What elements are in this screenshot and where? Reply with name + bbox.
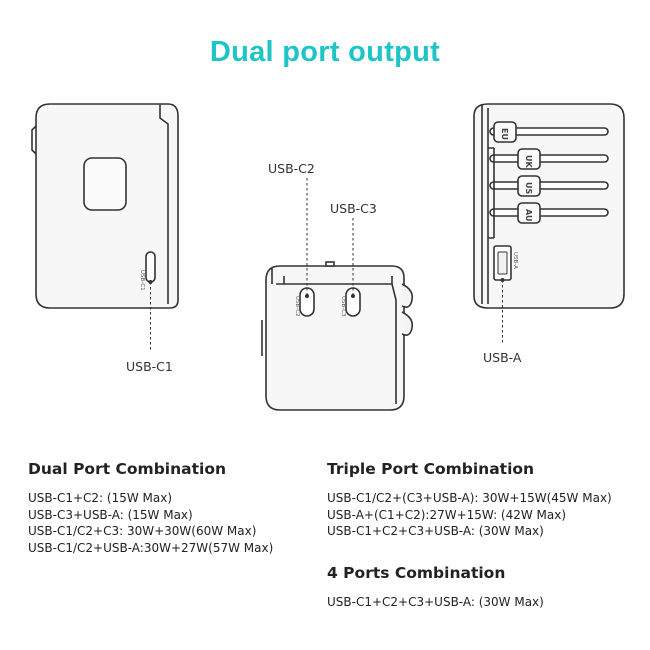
plug-label-us: US <box>524 182 533 194</box>
triple-port-heading: Triple Port Combination <box>327 460 535 478</box>
usb-c3-port <box>345 287 361 317</box>
callout-usb-c3: USB-C3 <box>330 201 377 216</box>
usb-a-mark: USB-A <box>512 252 518 269</box>
callout-usb-c1: USB-C1 <box>126 359 173 374</box>
triple-port-line: USB-A+(C1+C2):27W+15W: (42W Max) <box>327 507 567 522</box>
uk-slider-track <box>489 154 609 163</box>
four-port-section: 4 Ports Combination USB-C1+C2+C3+USB-A: … <box>327 564 544 611</box>
right-device: USB-A <box>473 103 625 309</box>
usb-c1-port <box>145 251 156 283</box>
au-slider-track <box>489 208 609 217</box>
triple-port-line: USB-C1+C2+C3+USB-A: (30W Max) <box>327 524 544 538</box>
center-device: USB-C2 USB-C3 <box>261 261 414 411</box>
usb-c1-mark: USB-C1 <box>139 270 145 291</box>
usb-c3-mark: USB-C3 <box>340 296 346 317</box>
dual-port-heading: Dual Port Combination <box>28 460 227 478</box>
triple-port-section: Triple Port Combination USB-C1/C2+(C3+US… <box>327 460 612 540</box>
triple-port-line: USB-C1/C2+(C3+USB-A): 30W+15W(45W Max) <box>327 491 612 505</box>
dual-port-line: USB-C3+USB-A: (15W Max) <box>28 507 193 522</box>
us-slider-knob <box>517 175 541 197</box>
plug-label-au: AU <box>524 209 533 221</box>
four-port-line: USB-C1+C2+C3+USB-A: (30W Max) <box>327 595 544 609</box>
callout-usb-a: USB-A <box>483 350 522 365</box>
eu-slider-track <box>489 127 609 136</box>
dual-port-line: USB-C1/C2+C3: 30W+30W(60W Max) <box>28 524 257 538</box>
callout-usb-c2: USB-C2 <box>268 161 315 176</box>
uk-slider-knob <box>517 148 541 170</box>
eu-slider-knob <box>493 121 517 143</box>
indicator-panel <box>83 157 127 211</box>
page-title: Dual port output <box>209 36 441 68</box>
usb-c2-mark: USB-C2 <box>294 296 300 317</box>
dual-port-line: USB-C1+C2: (15W Max) <box>28 491 173 505</box>
four-port-heading: 4 Ports Combination <box>327 564 506 582</box>
plug-label-eu: EU <box>500 128 509 140</box>
us-slider-track <box>489 181 609 190</box>
au-slider-knob <box>517 202 541 224</box>
dual-port-line: USB-C1/C2+USB-A:30W+27W(57W Max) <box>28 540 274 555</box>
left-device: USB-C1 <box>31 103 179 309</box>
plug-label-uk: UK <box>524 155 533 168</box>
dual-port-section: Dual Port Combination USB-C1+C2: (15W Ma… <box>28 460 273 556</box>
charger-diagram: USB-C1 USB-C1 USB-C2 USB-C3 USB-C2 USB-C… <box>31 103 625 411</box>
usb-c2-port <box>299 287 315 317</box>
